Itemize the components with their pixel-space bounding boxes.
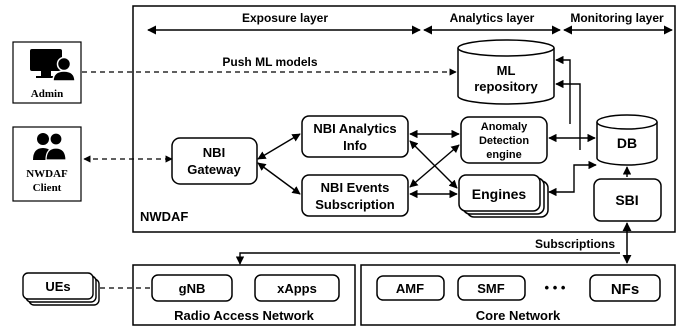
engines-stack: Engines [458,174,549,218]
subscriptions-label: Subscriptions [535,237,615,251]
xapps-box [254,274,340,302]
db-label: DB [617,135,637,151]
nbi-events-subscription-box [301,174,409,217]
nwdaf-boundary [132,5,676,233]
db-mlrepo-arrow-b [555,79,581,150]
exposure-layer-label: Exposure layer [242,11,328,25]
nbi-gateway-box [171,137,258,185]
engines-db-arrow [548,160,597,197]
admin-user-monitor-icon [30,49,76,82]
anomaly-label-line3: engine [486,149,521,161]
gnb-box [151,274,233,302]
ml-repository-label-line1: ML [497,63,516,78]
ran-title: Radio Access Network [174,308,314,323]
engines-label: Engines [472,186,527,202]
db-mlrepo-arrow-a [555,55,571,124]
events-anomaly-arrow [409,144,460,188]
anomaly-label-line1: Anomaly [481,121,528,133]
core-ellipsis: • • • [545,280,566,295]
push-ml-models-label: Push ML models [222,55,317,69]
smf-box [457,275,526,301]
nbi-analytics-label-line2: Info [343,138,367,153]
nfs-label: NFs [611,281,639,298]
sbi-box [593,178,662,222]
nbi-events-label-line2: Subscription [315,197,395,212]
ml-repository: ML repository [457,39,555,105]
gnb-label: gNB [179,281,206,296]
internal-connections [257,55,632,199]
gateway-events-arrow [257,162,301,195]
monitoring-layer-label: Monitoring layer [570,11,664,25]
client-label-line2: Client [33,182,62,194]
nfs-box [589,274,661,302]
ues-label: UEs [45,279,70,294]
ml-repository-label-line2: repository [474,79,538,94]
layer-indicators: Exposure layer Analytics layer Monitorin… [147,11,673,35]
ues-stack: UEs [22,272,100,306]
nbi-events-label-line1: NBI Events [321,180,390,195]
nwdaf-client-actor: NWDAF Client [12,126,82,202]
smf-label: SMF [477,281,505,296]
sbi-label: SBI [615,192,638,208]
nbi-gateway-label-line2: Gateway [187,162,241,177]
subscriptions-ran-arrow [235,252,620,265]
amf-label: AMF [396,281,424,296]
xapps-label: xApps [277,281,317,296]
nbi-analytics-info-box [301,115,409,158]
nbi-gateway-label-line1: NBI [203,145,225,160]
user-group-icon [33,132,67,161]
db-cylinder: DB [596,114,658,166]
analytics-layer-label: Analytics layer [450,11,535,25]
nwdaf-label: NWDAF [140,209,188,224]
amf-box [376,275,445,301]
client-label-line1: NWDAF [26,168,68,180]
anomaly-detection-box [460,116,548,164]
nbi-analytics-label-line1: NBI Analytics [313,121,396,136]
core-title: Core Network [476,308,561,323]
gateway-analytics-arrow [257,133,301,160]
admin-label: Admin [31,88,63,100]
admin-actor: Admin [12,41,82,104]
anomaly-label-line2: Detection [479,135,529,147]
